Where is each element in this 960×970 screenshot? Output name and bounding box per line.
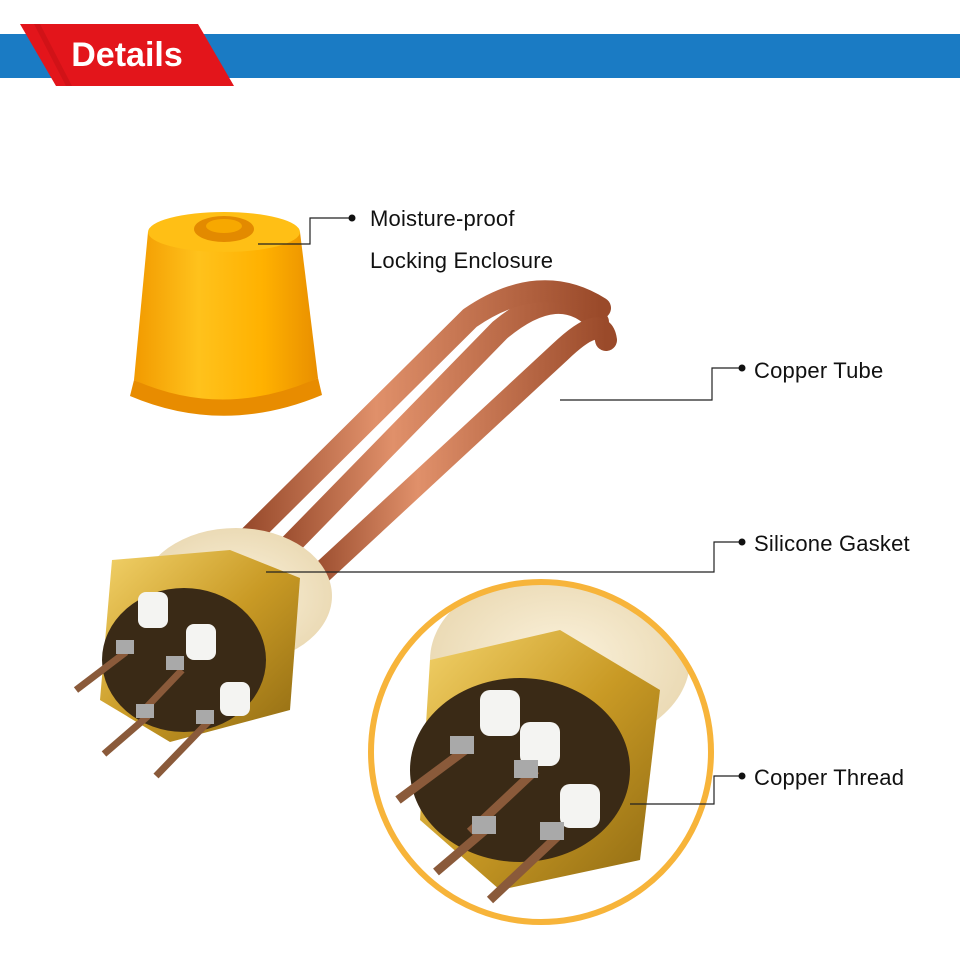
zoom-detail-image [368, 579, 714, 925]
callout-leader-lines [258, 217, 740, 805]
heating-element-image [73, 280, 617, 779]
callout-enclosure-line2: Locking Enclosure [370, 248, 554, 273]
header-tab-shape [20, 24, 234, 86]
callout-dots [348, 214, 746, 780]
callout-copper-thread: Copper Thread [754, 765, 905, 790]
page-title: Details [71, 36, 183, 74]
callout-enclosure-line1: Moisture-proof [370, 206, 515, 231]
callout-silicone-gasket: Silicone Gasket [754, 531, 910, 556]
callout-copper-tube: Copper Tube [754, 358, 884, 383]
cap-image [130, 212, 322, 416]
